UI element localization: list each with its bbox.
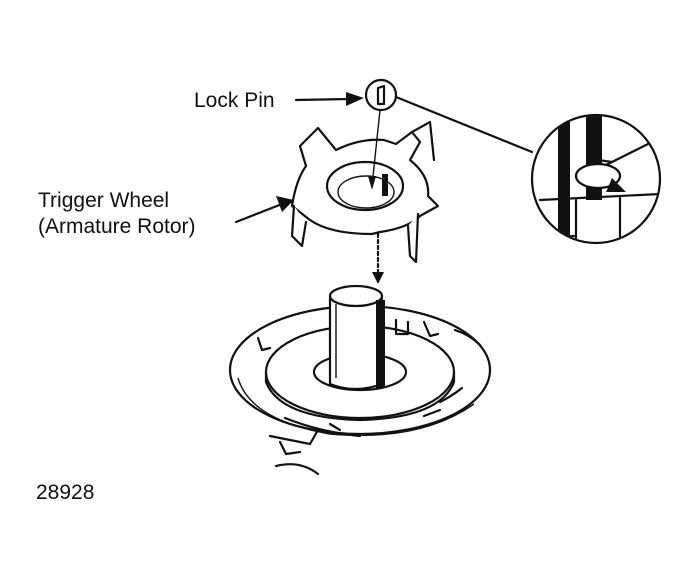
distributor-shaft	[328, 284, 385, 391]
armature-rotor-label: (Armature Rotor)	[38, 215, 196, 238]
lock-pin-label: Lock Pin	[194, 89, 275, 112]
outer-plate-rim	[237, 377, 475, 437]
detail-callout-line	[394, 95, 534, 154]
trigger-wheel-arrow	[234, 196, 294, 224]
lock-pin-circle	[364, 78, 398, 112]
base-plate-assembly	[228, 284, 492, 476]
trigger-wheel-label: Trigger Wheel	[38, 189, 169, 212]
assembly-arrow	[372, 232, 384, 284]
connector-bracket	[268, 428, 320, 446]
trigger-wheel	[290, 120, 440, 264]
lock-pin-detail-view	[530, 113, 662, 245]
lock-pin-arrow	[294, 92, 364, 106]
lock-pin	[364, 78, 398, 190]
lock-pin-drop-line	[371, 109, 381, 187]
figure-number: 28928	[36, 481, 94, 504]
